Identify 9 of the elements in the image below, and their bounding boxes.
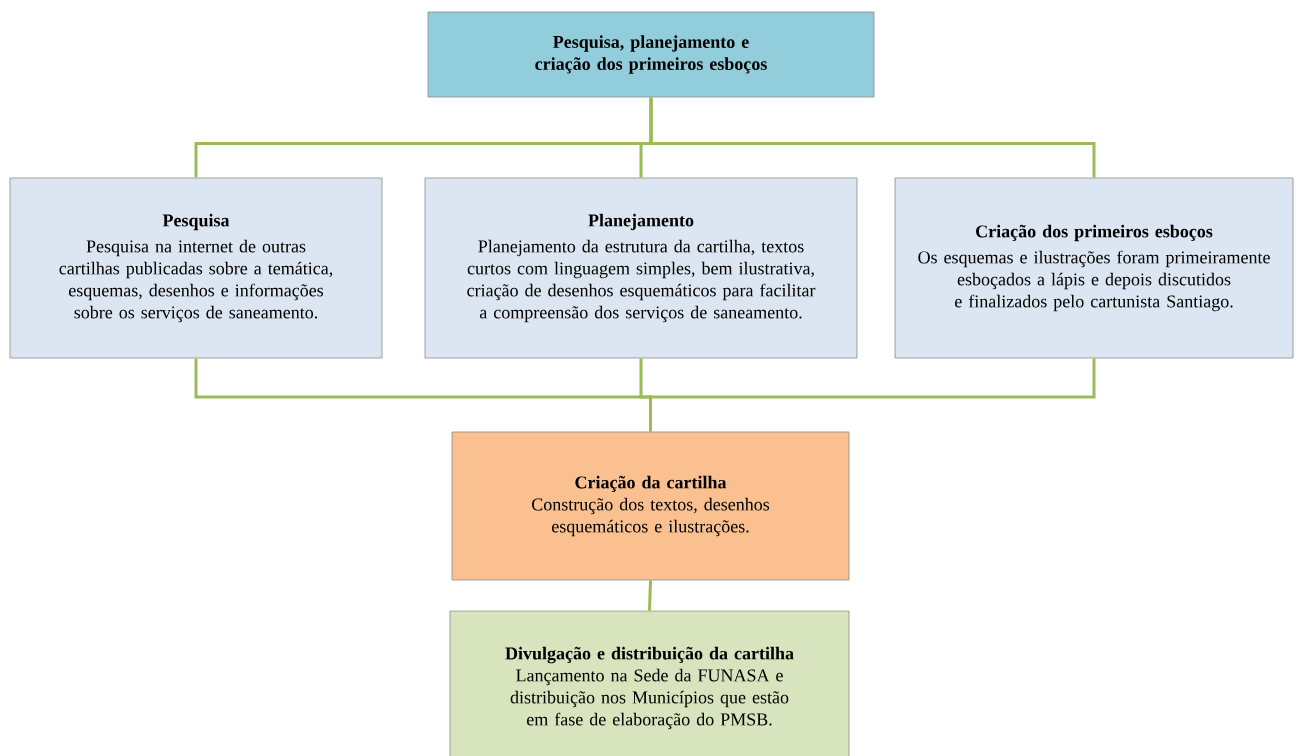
process-box: Divulgação e distribuição da cartilha Lançamento na Sede da FUNASA e distribuição nos Municípios que estão em fase de elaboração do PMSB. xyxy=(449,610,850,756)
process-box: Criação dos primeiros esboços Os esquemas e ilustrações foram primeiramente esboçados a lápis e depois discutidos e finalizados pelo cartunista Santiago. xyxy=(894,177,1294,359)
connector-line xyxy=(649,97,1096,178)
connector-line xyxy=(649,358,1096,432)
process-box: Planejamento Planejamento da estrutura da cartilha, textos curtos com linguagem simples, bem ilustrativa, criação de desenhos esquemáticos para facilitar a compreensão dos serviços de saneamento. xyxy=(424,177,858,359)
process-box: Pesquisa Pesquisa na internet de outras cartilhas publicadas sobre a temática, esquemas, desenhos e informações sobre os serviços de saneamento. xyxy=(9,177,383,359)
process-box: Pesquisa, planejamento e criação dos primeiros esboços xyxy=(427,11,875,98)
process-box: Criação da cartilha Construção dos textos, desenhos esquemáticos e ilustrações. xyxy=(451,431,850,581)
connector-line xyxy=(648,580,652,611)
